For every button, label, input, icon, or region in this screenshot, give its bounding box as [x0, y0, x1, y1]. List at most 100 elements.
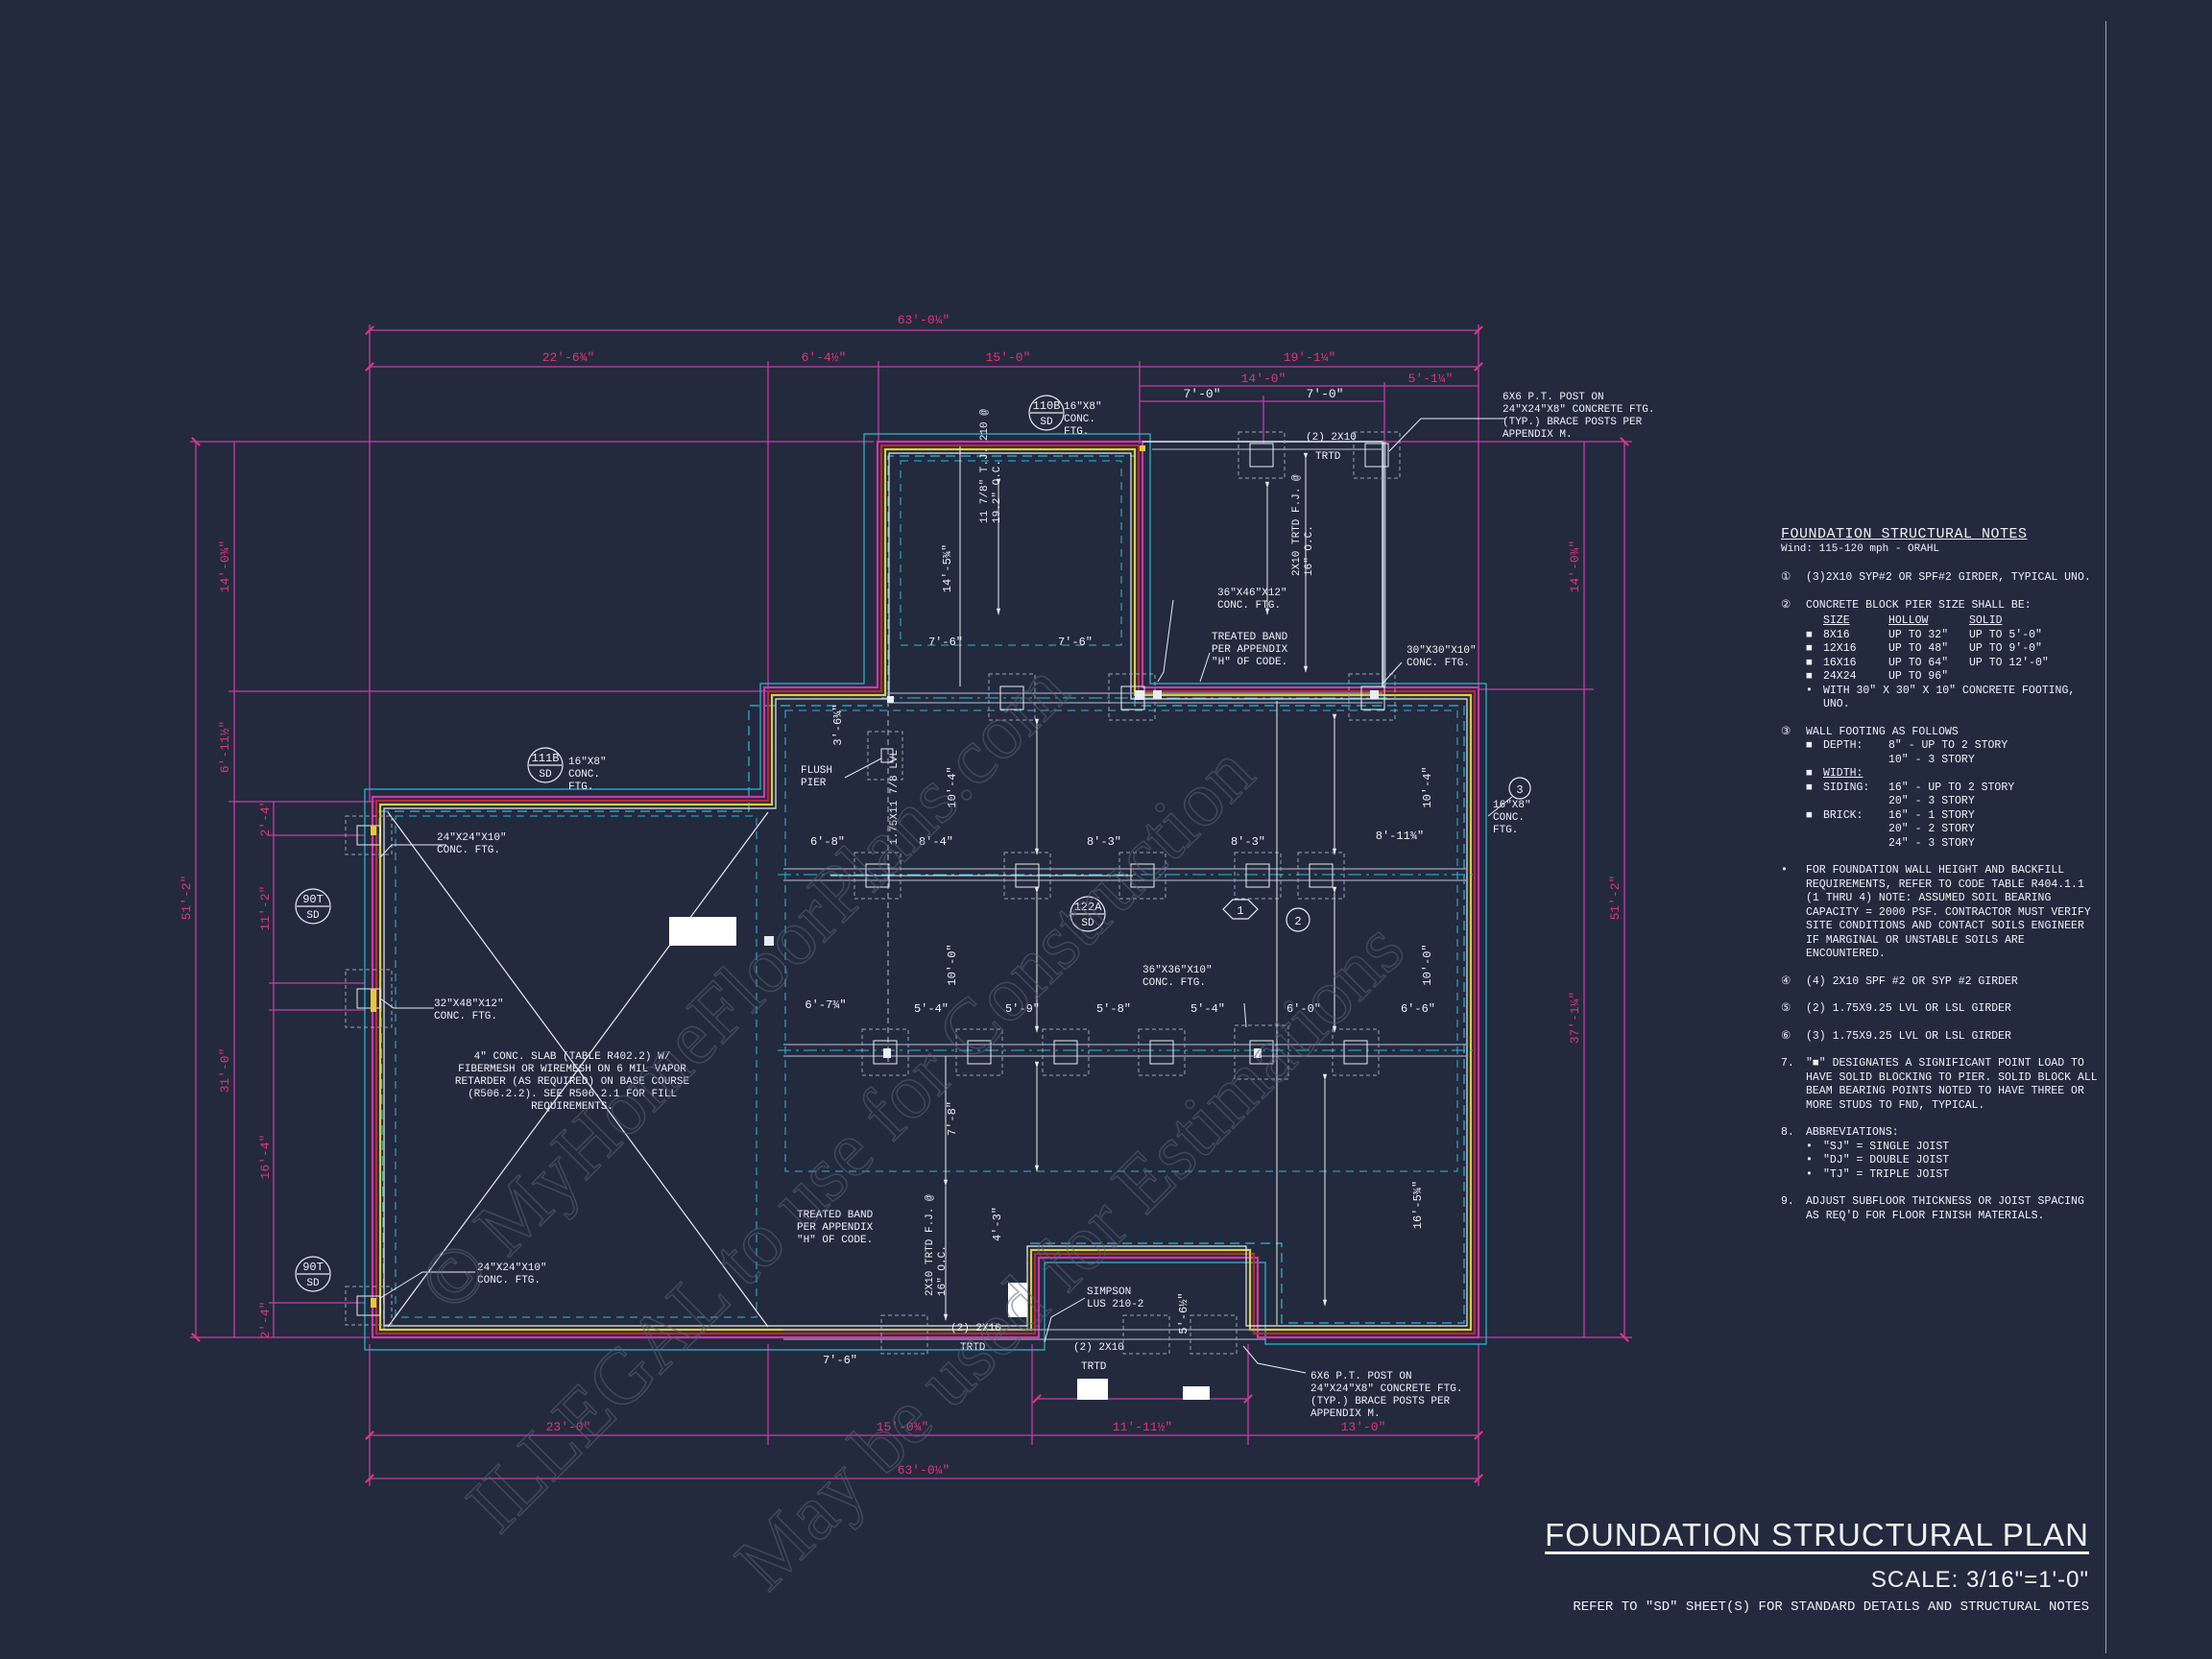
dim-vert-10: 3'-6¾"	[831, 704, 845, 745]
dim-right-2: 37'-1¼"	[1568, 992, 1582, 1045]
dim-row2-6: 6'-0"	[1286, 1002, 1321, 1016]
label-boxes	[669, 917, 1210, 1400]
dim-top-right-2: 5'-1¼"	[1408, 372, 1454, 386]
callout-sj: 1.75x11 7/8 LVL	[889, 749, 901, 845]
dim-right-1: 14'-0¾"	[1568, 541, 1582, 593]
tag-111b-sd: SD	[539, 769, 552, 781]
svg-labels: 110B SD 111B SD 122A SD 90T SD 90T SD 1 …	[180, 313, 1623, 1478]
dim-row1-3: 8'-3"	[1087, 835, 1121, 849]
dim-left-1: 14'-0¾"	[218, 541, 232, 593]
dim-left-3: 31'-0"	[218, 1048, 232, 1094]
dim-vert-7: 10'-0"	[1421, 944, 1434, 985]
dim-vert-1: 14'-5¾"	[941, 544, 954, 592]
dim-top-3: 15'-0"	[986, 350, 1031, 365]
dim-bottom-3: 11'-11½"	[1113, 1420, 1172, 1434]
callout-post-top: 6x6 P.T. POST ON 24"x24"x8" CONCRETE FTG…	[1503, 392, 1655, 441]
footing-outline	[364, 433, 1487, 1351]
tag-110b-sd: SD	[1040, 417, 1053, 428]
dim-row2-3: 5'-9"	[1005, 1002, 1040, 1016]
dim-top-2: 6'-4½"	[802, 350, 847, 365]
sheet-border	[2105, 21, 2106, 1653]
callout-ftg-24b: 24"x24"x10" CONC. FTG.	[477, 1262, 547, 1286]
dim-porch-1: 7'-6"	[928, 636, 963, 649]
title-block: FOUNDATION STRUCTURAL PLAN SCALE: 3/16"=…	[1545, 1517, 2089, 1615]
detail-tags	[295, 395, 1531, 1292]
dim-right-overall: 51'-2"	[1608, 876, 1623, 921]
dim-left-inner-4: 2'-4"	[258, 1301, 273, 1338]
tag-122a: 122A	[1074, 901, 1103, 914]
dim-bottom-2: 15'-0¾"	[877, 1420, 929, 1434]
dim-overall-bottom: 63'-0¼"	[898, 1463, 950, 1478]
dim-row2-5: 5'-4"	[1190, 1002, 1225, 1016]
note-1: ①(3)2x10 SYP#2 OR SPF#2 GIRDER, TYPICAL …	[1781, 571, 2098, 586]
marker-3: 3	[1516, 783, 1523, 797]
callout-slab: 4" CONC. SLAB (TABLE R402.2) w/ FIBERMES…	[454, 1051, 690, 1113]
dim-vert-2: 10'-4"	[946, 766, 959, 807]
dim-left-inner-3: 16'-4"	[258, 1135, 273, 1180]
note-4: ④(4) 2x10 SPF #2 OR SYP #2 GIRDER	[1781, 974, 2018, 988]
callout-ftg-32x48: 32"x48"x12" CONC. FTG.	[434, 998, 504, 1022]
dim-row2-7: 6'-6"	[1401, 1002, 1435, 1016]
dim-row1-4: 8'-3"	[1231, 835, 1265, 849]
callout-ftg-36x36: 36"x36"x10" CONC. FTG.	[1142, 965, 1213, 989]
sheet-reference: REFER TO "SD" SHEET(S) FOR STANDARD DETA…	[1573, 1599, 2089, 1615]
callout-ftg-30x30: 30"x30"x10" CONC. FTG.	[1407, 645, 1477, 669]
dimension-lines	[190, 325, 1632, 1486]
callout-simpson: SIMPSON LUS 210-2	[1087, 1286, 1144, 1310]
dim-vert-6: 16'-5¾"	[1411, 1181, 1425, 1229]
callout-joist-a: 11 7/8" T.J. 210 @ 19.2" O.C.	[979, 409, 1003, 523]
note-2: ② CONCRETE BLOCK PIER SIZE SHALL BE: SIZ…	[1781, 599, 2098, 712]
callout-joist-c: 2x10 TRTD F.J. @ 16" O.C.	[925, 1194, 949, 1296]
tag-90t-b: 90T	[302, 1261, 324, 1274]
dim-bottom-4: 13'-0"	[1341, 1420, 1386, 1434]
callout-ftg-24a: 24"x24"x10" CONC. FTG.	[437, 832, 507, 856]
dim-bottom-small: 7'-6"	[823, 1354, 857, 1367]
callout-band-bottom: TREATED BAND PER APPENDIX "H" OF CODE.	[797, 1210, 874, 1246]
dim-overall-top: 63'-0¼"	[898, 313, 950, 327]
dim-top-inner-2: 7'-0"	[1306, 387, 1343, 401]
dim-left-2: 6'-11½"	[218, 721, 232, 774]
marker-2: 2	[1294, 915, 1301, 928]
tag-111b: 111B	[532, 752, 560, 765]
dim-left-overall: 51'-2"	[180, 876, 194, 921]
tag-90t-b-sd: SD	[306, 1278, 320, 1289]
dim-bottom-1: 23'-0"	[546, 1420, 591, 1434]
dim-vert-5: 7'-8"	[946, 1101, 959, 1136]
dim-top-4: 19'-1¼"	[1284, 350, 1336, 365]
marker-1: 1	[1237, 904, 1243, 918]
dim-row2-2: 5'-4"	[914, 1002, 949, 1016]
dim-vert-4: 10'-4"	[1421, 766, 1434, 807]
note-5: ⑤(2) 1.75x9.25 LVL OR LSL GIRDER	[1781, 1002, 2011, 1015]
girder-lines	[783, 448, 1467, 1340]
notes-wind: Wind: 115-120 mph - ORAHL	[1781, 542, 1940, 555]
joist-span-arrows	[830, 446, 1337, 1325]
dim-left-inner-1: 2'-4"	[258, 799, 273, 836]
dim-top-right-1: 14'-0"	[1241, 372, 1286, 386]
note-7: 7."■" DESIGNATES A SIGNIFICANT POINT LOA…	[1781, 1057, 2098, 1112]
callout-ftg-16x8-c: 16"x8" CONC. FTG.	[1493, 800, 1531, 836]
dim-vert-8: 4'-3"	[991, 1207, 1004, 1241]
note-3: ③ WALL FOOTING AS FOLLOWS ■DEPTH:8" - UP…	[1781, 725, 2015, 850]
callout-joist-b: 2x10 TRTD F.J. @ 16" O.C.	[1291, 474, 1315, 576]
dim-top-inner-1: 7'-0"	[1183, 387, 1220, 401]
leader-lines	[379, 418, 1513, 1374]
tag-110b: 110B	[1033, 399, 1061, 413]
note-6: ⑥(3) 1.75x9.25 LVL OR LSL GIRDER	[1781, 1029, 2011, 1043]
callout-twox10-b: (2) 2x10	[950, 1323, 1001, 1334]
note-2-text: CONCRETE BLOCK PIER SIZE SHALL BE:	[1806, 598, 2032, 612]
slab-diagonals	[387, 811, 769, 1328]
dim-row1-1: 6'-8"	[810, 835, 845, 849]
callout-trtd-c: TRTD	[1081, 1361, 1107, 1373]
callout-ftg-36x46: 36"x46"x12" CONC. FTG.	[1217, 588, 1287, 612]
dim-row1-2: 8'-4"	[919, 835, 953, 849]
sheet-title: FOUNDATION STRUCTURAL PLAN	[1545, 1517, 2089, 1552]
callout-band-top: TREATED BAND PER APPENDIX "H" OF CODE.	[1212, 632, 1288, 668]
dim-vert-3: 10'-0"	[946, 944, 959, 985]
tag-122a-sd: SD	[1081, 918, 1094, 929]
dim-row2-1: 6'-7¾"	[805, 998, 846, 1012]
tag-90t-a: 90T	[302, 893, 324, 906]
notes-title: FOUNDATION STRUCTURAL NOTES	[1781, 526, 2028, 542]
note-3b: •FOR FOUNDATION WALL HEIGHT AND BACKFILL…	[1781, 864, 2091, 960]
